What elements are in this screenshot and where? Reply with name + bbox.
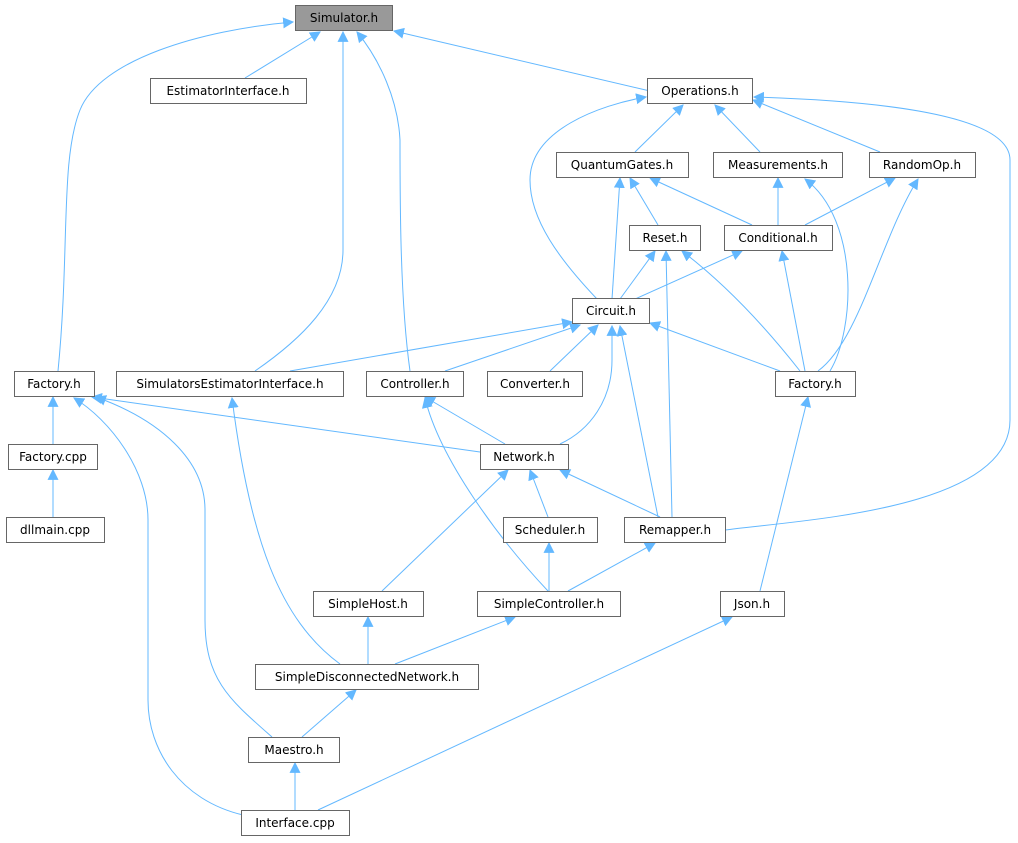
node-label: SimpleHost.h bbox=[328, 597, 408, 611]
node-simple-controller[interactable]: SimpleController.h bbox=[477, 591, 621, 617]
edge-remapper-operations bbox=[724, 91, 1011, 531]
edge-measurements-operations bbox=[714, 104, 761, 153]
node-scheduler[interactable]: Scheduler.h bbox=[503, 517, 598, 543]
node-factory-right[interactable]: Factory.h bbox=[775, 371, 856, 397]
node-label: RandomOp.h bbox=[883, 158, 961, 172]
edge-converter-circuit bbox=[549, 324, 599, 372]
edge-operations-simulator bbox=[392, 27, 651, 92]
edge-simplecontroller-remapper bbox=[567, 542, 656, 592]
node-label: Simulator.h bbox=[310, 11, 378, 25]
edge-conditional-quantumgates bbox=[649, 177, 753, 226]
edge-remapper-network bbox=[559, 469, 661, 518]
node-simulator[interactable]: Simulator.h bbox=[295, 5, 393, 31]
node-label: Controller.h bbox=[380, 377, 449, 391]
edge-reset-quantumgates bbox=[629, 177, 659, 226]
node-simulators-estimator-interface[interactable]: SimulatorsEstimatorInterface.h bbox=[116, 371, 344, 397]
node-label: EstimatorInterface.h bbox=[166, 84, 289, 98]
node-label: SimulatorsEstimatorInterface.h bbox=[136, 377, 323, 391]
edge-estimatorinterface-simulator bbox=[244, 31, 321, 79]
edge-simpledisconnected-simplecontroller bbox=[394, 615, 517, 665]
edge-circuit-quantumgates bbox=[611, 176, 625, 300]
edge-circuit-operations bbox=[529, 93, 648, 300]
edge-circuit-reset bbox=[619, 250, 656, 300]
node-converter[interactable]: Converter.h bbox=[487, 371, 583, 397]
node-controller[interactable]: Controller.h bbox=[366, 371, 464, 397]
node-label: Remapper.h bbox=[639, 523, 711, 537]
edge-factoryright-circuit bbox=[648, 321, 781, 372]
edge-factoryright-reset bbox=[681, 250, 801, 372]
node-label: Measurements.h bbox=[728, 158, 828, 172]
edge-randomop-operations bbox=[751, 98, 881, 153]
node-label: SimpleDisconnectedNetwork.h bbox=[275, 670, 459, 684]
node-interface-cpp[interactable]: Interface.cpp bbox=[241, 810, 350, 836]
edges bbox=[47, 17, 1011, 816]
node-factory-left[interactable]: Factory.h bbox=[14, 371, 95, 397]
edge-scheduler-network bbox=[528, 468, 549, 518]
edge-simplehost-network bbox=[381, 469, 509, 592]
node-measurements[interactable]: Measurements.h bbox=[713, 152, 843, 178]
edge-controller-simulator bbox=[356, 31, 411, 372]
edge-network-circuit bbox=[559, 324, 618, 445]
nodes: Simulator.h EstimatorInterface.h Operati… bbox=[6, 5, 976, 836]
edge-interfacecpp-factoryleft bbox=[73, 397, 244, 816]
edge-simestimator-simulator bbox=[254, 30, 349, 372]
node-simple-disconnected-network[interactable]: SimpleDisconnectedNetwork.h bbox=[255, 664, 479, 690]
node-reset[interactable]: Reset.h bbox=[629, 225, 701, 251]
node-quantum-gates[interactable]: QuantumGates.h bbox=[556, 152, 689, 178]
edge-remapper-circuit bbox=[616, 324, 659, 518]
edge-controller-circuit bbox=[444, 322, 582, 372]
node-label: Operations.h bbox=[661, 84, 738, 98]
node-label: Conditional.h bbox=[738, 231, 817, 245]
edge-simpledisconnected-simestimator bbox=[227, 396, 341, 665]
node-label: Json.h bbox=[733, 597, 770, 611]
node-simple-host[interactable]: SimpleHost.h bbox=[313, 591, 424, 617]
node-dllmain[interactable]: dllmain.cpp bbox=[6, 517, 105, 543]
node-label: Reset.h bbox=[643, 231, 688, 245]
node-factory-cpp[interactable]: Factory.cpp bbox=[8, 444, 98, 470]
node-maestro[interactable]: Maestro.h bbox=[248, 737, 340, 763]
edge-conditional-randomop bbox=[804, 177, 896, 226]
edge-simestimator-circuit bbox=[289, 318, 574, 372]
node-operations[interactable]: Operations.h bbox=[647, 78, 753, 104]
node-estimator-interface[interactable]: EstimatorInterface.h bbox=[150, 78, 307, 104]
node-label: dllmain.cpp bbox=[20, 523, 90, 537]
node-conditional[interactable]: Conditional.h bbox=[724, 225, 833, 251]
node-remapper[interactable]: Remapper.h bbox=[624, 517, 726, 543]
edge-network-controller bbox=[424, 396, 506, 445]
edge-remapper-reset bbox=[660, 249, 673, 518]
edge-circuit-conditional bbox=[634, 250, 744, 300]
edge-factoryleft-simulator bbox=[57, 17, 295, 372]
node-label: Factory.h bbox=[27, 377, 81, 391]
node-network[interactable]: Network.h bbox=[480, 444, 569, 470]
node-label: Scheduler.h bbox=[515, 523, 585, 537]
edge-simplecontroller-controller bbox=[421, 396, 549, 592]
edge-interfacecpp-json bbox=[317, 616, 733, 811]
node-label: Network.h bbox=[493, 450, 555, 464]
node-label: Maestro.h bbox=[264, 743, 323, 757]
edge-network-factoryleft bbox=[90, 392, 481, 453]
edge-factoryright-conditional bbox=[778, 249, 806, 372]
node-label: Converter.h bbox=[500, 377, 570, 391]
edge-factoryright-measurements bbox=[804, 178, 849, 372]
node-label: Interface.cpp bbox=[255, 816, 334, 830]
node-label: SimpleController.h bbox=[494, 597, 604, 611]
node-label: QuantumGates.h bbox=[571, 158, 673, 172]
edge-json-factoryright bbox=[759, 395, 811, 592]
node-json[interactable]: Json.h bbox=[720, 591, 785, 617]
edge-maestro-factoryleft bbox=[94, 395, 273, 738]
node-label: Factory.h bbox=[788, 377, 842, 391]
edge-factoryright-randomop bbox=[817, 178, 919, 372]
node-label: Circuit.h bbox=[586, 304, 636, 318]
edge-quantumgates-operations bbox=[634, 104, 684, 153]
node-label: Factory.cpp bbox=[19, 450, 87, 464]
node-random-op[interactable]: RandomOp.h bbox=[869, 152, 976, 178]
edge-maestro-simpledisconnected bbox=[301, 689, 357, 738]
node-circuit[interactable]: Circuit.h bbox=[572, 298, 650, 324]
